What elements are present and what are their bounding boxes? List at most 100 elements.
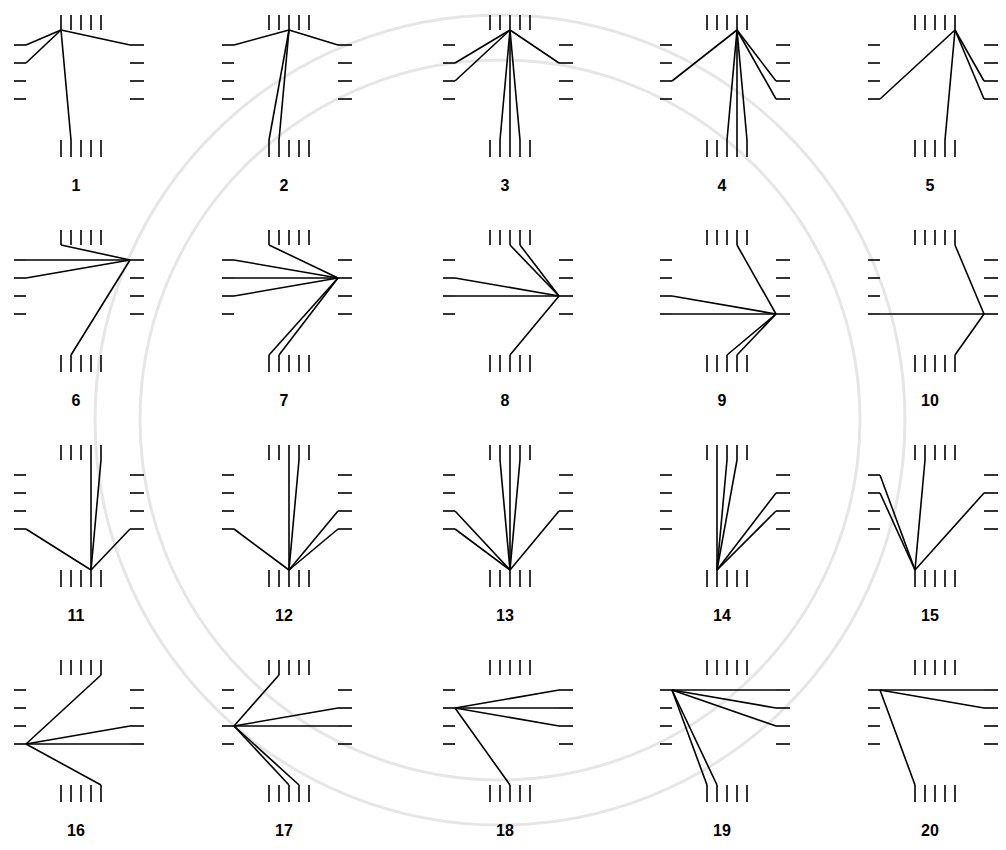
ray-figure [443,445,573,587]
ray-line [289,529,338,570]
ray-line [455,295,559,297]
ray-figure [222,660,352,802]
ray-figure [14,15,144,157]
ray-line [880,30,955,99]
figure-number: 20 [921,822,939,840]
ray-figure [14,660,144,802]
ray-line [880,690,984,708]
ray-line [672,313,776,315]
ray-line [520,245,559,296]
ray-line [672,296,776,314]
ray-line [234,726,289,785]
ray-line [71,260,130,355]
ray-line [269,278,338,355]
ray-line [289,460,299,570]
ray-figure [14,445,144,587]
ray-line [915,493,984,570]
ray-line [234,30,289,45]
ray-line [880,313,984,315]
ray-line [510,30,559,63]
ray-line [26,744,101,785]
ray-line [234,726,299,785]
ray-line [455,708,510,785]
ray-line [880,493,915,570]
ray-figure [222,445,352,587]
ray-line [26,259,130,261]
ray-line [880,689,984,691]
ray-figure [660,660,790,802]
ray-line [26,743,130,745]
figure-number: 8 [501,392,510,410]
ray-line [736,30,738,140]
ray-line [717,511,776,570]
ray-line [269,30,289,140]
ray-line [945,30,955,140]
ray-line [288,460,290,570]
figure-number: 4 [718,177,727,195]
ray-line [234,725,338,727]
ray-line [26,30,61,45]
ray-line [510,460,520,570]
ray-line [955,30,984,81]
ray-line [234,675,279,726]
ray-figure [660,15,790,157]
figure-number: 15 [921,607,939,625]
ray-line [26,30,61,63]
ray-line [672,690,717,785]
ray-figure [868,445,998,587]
ray-line [510,296,559,355]
figure-number: 12 [275,607,293,625]
ray-figure [443,230,573,372]
ray-line [880,475,915,570]
ray-figure [868,230,998,372]
ray-line [717,460,727,570]
ray-figure [443,15,573,157]
figure-number: 1 [72,177,81,195]
ray-line [455,511,510,570]
ray-line [61,30,71,140]
ray-line [727,30,737,140]
ray-line [61,30,130,45]
ray-line [510,30,520,140]
ray-line [510,511,559,570]
ray-line [455,708,559,726]
ray-line [90,460,92,570]
ray-line [455,30,510,63]
ray-line [500,30,510,140]
ray-line [234,529,289,570]
ray-line [955,30,984,99]
ray-line [26,529,91,570]
ray-line [509,30,511,140]
figure-number: 14 [713,607,731,625]
ray-line [717,493,776,570]
ray-line [500,460,510,570]
watermark-seal [95,15,905,825]
ray-line [61,245,130,260]
figure-number: 13 [496,607,514,625]
figure-number: 16 [67,822,85,840]
ray-line [509,460,511,570]
figure-number: 2 [280,177,289,195]
figure-number: 18 [496,822,514,840]
ray-line [672,690,707,785]
ray-figure [868,660,998,802]
ray-line [91,529,130,570]
figure-number: 10 [921,392,939,410]
figure-number: 7 [280,392,289,410]
figure-number: 6 [72,392,81,410]
ray-line [880,690,915,785]
ray-line [716,460,718,570]
ray-line [672,30,737,81]
figure-number: 19 [713,822,731,840]
ray-line [455,690,559,708]
ray-line [234,278,338,296]
ray-figure [660,445,790,587]
ray-line [289,511,338,570]
ray-line [234,708,338,726]
ray-line [455,30,510,81]
ray-figure [868,15,998,157]
ray-line [26,260,130,278]
ray-line [455,529,510,570]
